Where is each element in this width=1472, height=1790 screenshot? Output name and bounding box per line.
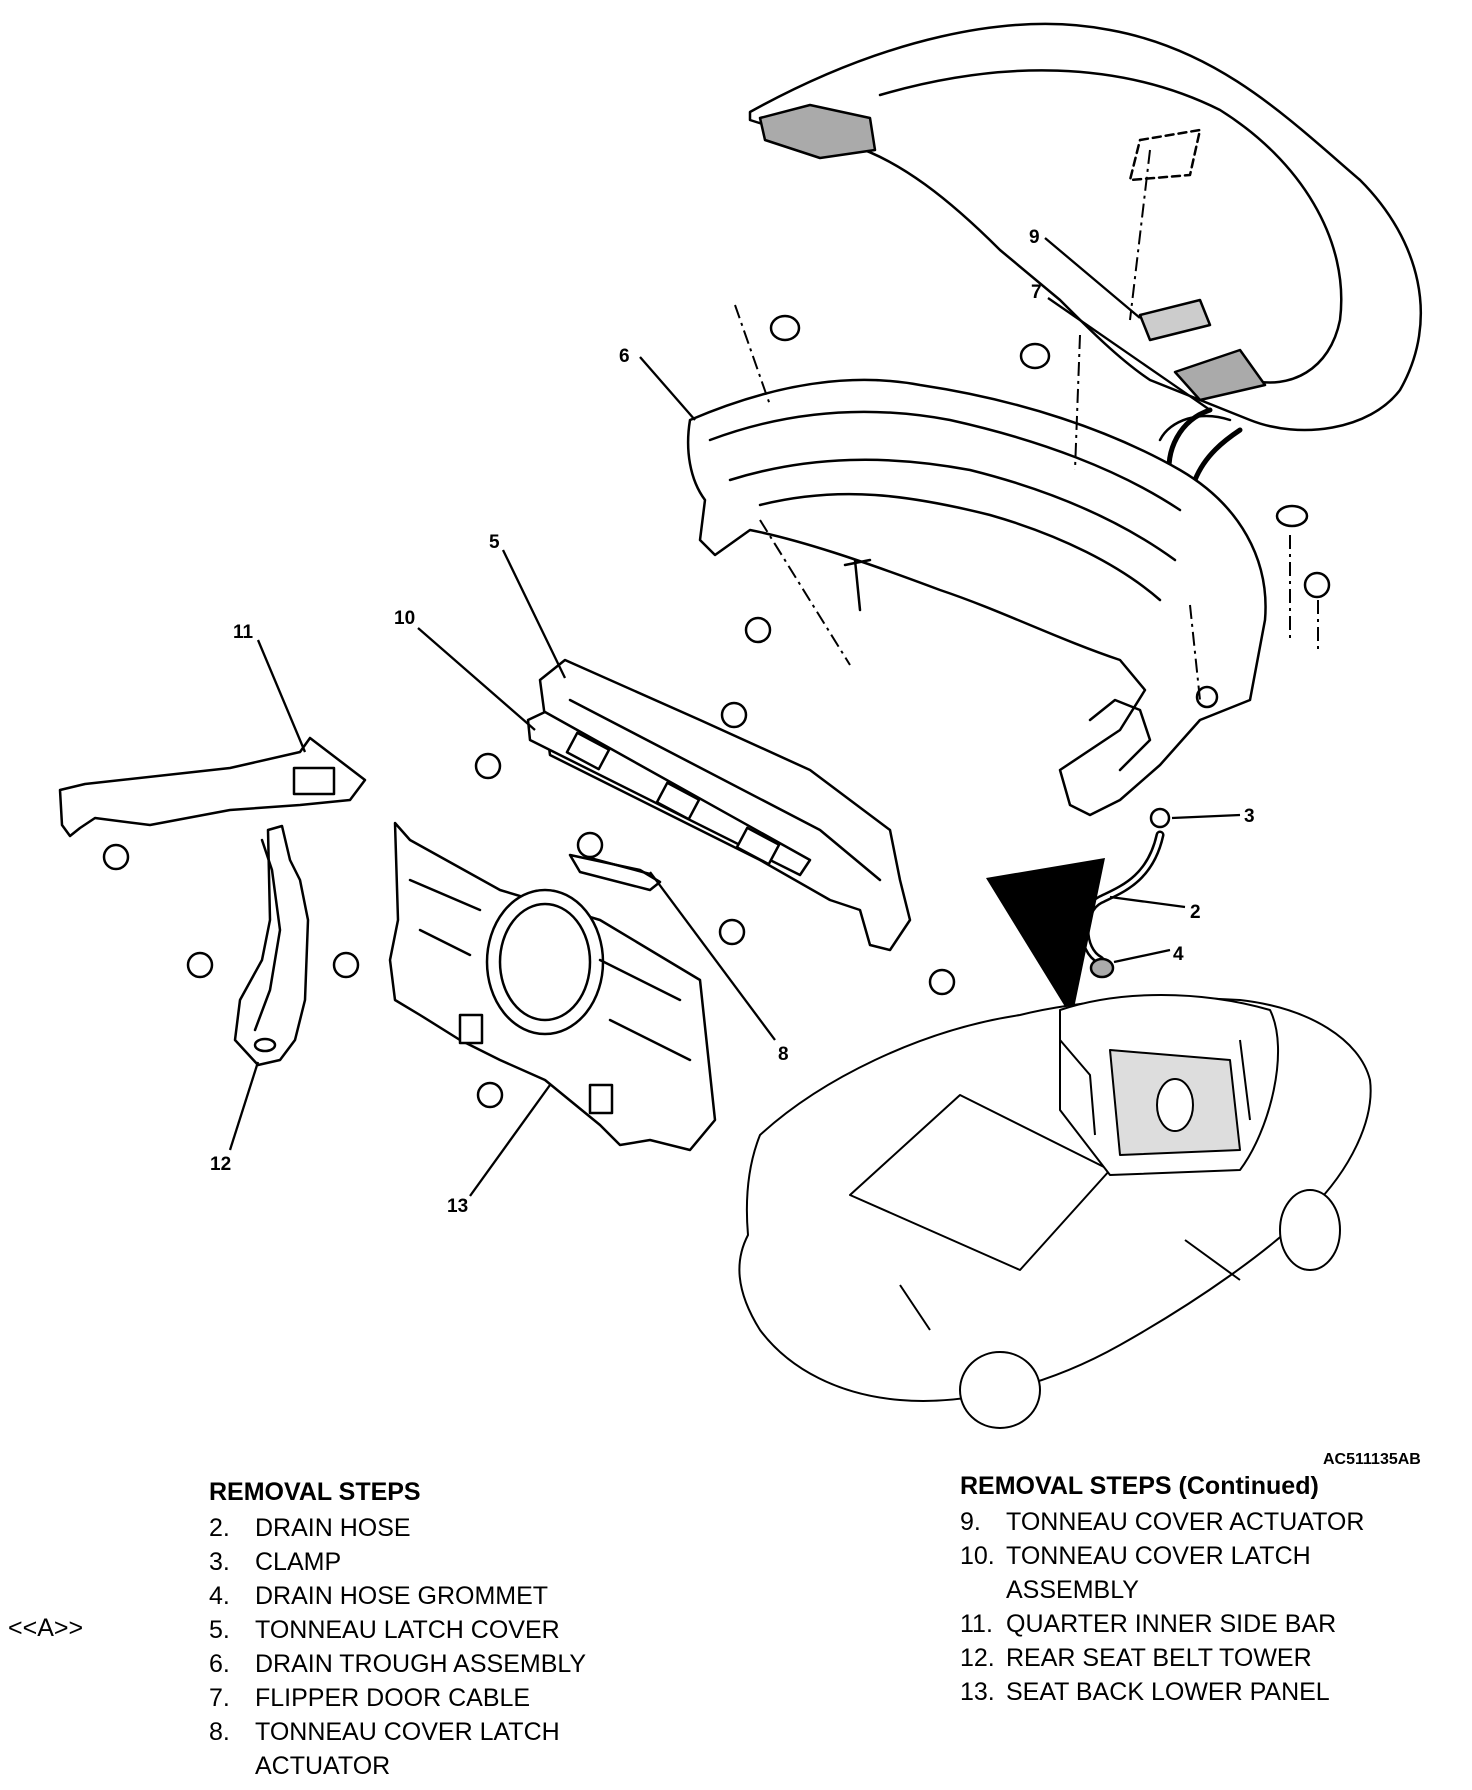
step-item: 10. TONNEAU COVER LATCH ASSEMBLY xyxy=(960,1539,1430,1607)
step-text: DRAIN TROUGH ASSEMBLY xyxy=(255,1650,587,1678)
step-item: 5. TONNEAU LATCH COVER xyxy=(209,1613,689,1647)
removal-steps-continued-title: REMOVAL STEPS (Continued) xyxy=(960,1472,1319,1500)
rear-seat-belt-tower xyxy=(233,824,310,1067)
seat-back-lower-panel xyxy=(388,821,717,1152)
drain-hose-grommet xyxy=(1089,957,1115,979)
step-item: 9. TONNEAU COVER ACTUATOR xyxy=(960,1505,1430,1539)
step-text: FLIPPER DOOR CABLE xyxy=(255,1684,531,1712)
step-item: 13. SEAT BACK LOWER PANEL xyxy=(960,1675,1430,1709)
callout-7: 7 xyxy=(1031,282,1042,303)
callout-2: 2 xyxy=(1190,902,1201,923)
step-text: DRAIN HOSE xyxy=(255,1514,411,1542)
callout-3: 3 xyxy=(1244,806,1255,827)
callout-6: 6 xyxy=(619,346,630,367)
step-number: 2. xyxy=(209,1514,230,1542)
step-text: TONNEAU COVER ACTUATOR xyxy=(1006,1508,1365,1536)
callout-11: 11 xyxy=(233,622,254,643)
tonneau-actuator xyxy=(1138,298,1212,342)
step-text: CLAMP xyxy=(255,1548,342,1576)
location-arrow xyxy=(986,858,1105,1018)
step-text: DRAIN HOSE GROMMET xyxy=(255,1582,549,1610)
step-item: 8. TONNEAU COVER LATCH ACTUATOR xyxy=(209,1715,689,1783)
step-number: 8. xyxy=(209,1718,230,1746)
step-text: QUARTER INNER SIDE BAR xyxy=(1006,1610,1337,1638)
step-text: TONNEAU COVER LATCH ASSEMBLY xyxy=(1006,1542,1311,1604)
callout-4: 4 xyxy=(1173,944,1184,965)
alignment-lines xyxy=(734,149,1319,701)
fasteners xyxy=(102,314,1331,1109)
exploded-parts-diagram: 9 7 6 5 10 11 3 2 4 8 12 13 xyxy=(58,22,1422,1429)
step-item: 2. DRAIN HOSE xyxy=(209,1511,689,1545)
clamp xyxy=(1149,807,1171,829)
step-text: TONNEAU LATCH COVER xyxy=(255,1616,560,1644)
step-number: 5. xyxy=(209,1616,230,1644)
tonneau-latch-assembly xyxy=(526,710,812,877)
callout-8: 8 xyxy=(778,1044,789,1065)
car-outline xyxy=(738,994,1372,1429)
removal-steps-continued-list: REMOVAL STEPS (Continued) 9. TONNEAU COVE… xyxy=(960,1472,1430,1709)
step-item: 7. FLIPPER DOOR CABLE xyxy=(209,1681,689,1715)
step-number: 10. xyxy=(960,1542,995,1570)
step-item: 6. DRAIN TROUGH ASSEMBLY xyxy=(209,1647,689,1681)
latch-actuator xyxy=(568,853,662,892)
tonneau-latch-cover xyxy=(538,658,912,952)
procedure-note-marker: <<A>> xyxy=(8,1614,84,1642)
step-item: 3. CLAMP xyxy=(209,1545,689,1579)
quarter-inner-side-bar xyxy=(58,736,367,838)
step-number: 13. xyxy=(960,1678,995,1706)
step-number: 11. xyxy=(960,1610,993,1638)
step-item: 11. QUARTER INNER SIDE BAR xyxy=(960,1607,1430,1641)
callout-5: 5 xyxy=(489,532,500,553)
removal-steps-list: REMOVAL STEPS 2. DRAIN HOSE 3. CLAMP 4. DRA… xyxy=(209,1478,689,1783)
removal-steps-title: REMOVAL STEPS xyxy=(209,1478,421,1506)
callout-13: 13 xyxy=(447,1196,468,1217)
tonneau-cover xyxy=(748,22,1422,442)
callout-12: 12 xyxy=(210,1154,231,1175)
callout-10: 10 xyxy=(394,608,415,629)
step-text: REAR SEAT BELT TOWER xyxy=(1006,1644,1312,1672)
leader-lines xyxy=(228,237,1241,1197)
step-number: 12. xyxy=(960,1644,995,1672)
step-item: 12. REAR SEAT BELT TOWER xyxy=(960,1641,1430,1675)
figure-id: AC511135AB xyxy=(1323,1451,1421,1468)
step-text: TONNEAU COVER LATCH ACTUATOR xyxy=(255,1718,560,1780)
step-number: 7. xyxy=(209,1684,230,1712)
step-number: 4. xyxy=(209,1582,230,1610)
callout-9: 9 xyxy=(1029,227,1040,248)
step-number: 9. xyxy=(960,1508,981,1536)
step-number: 3. xyxy=(209,1548,230,1576)
drain-trough-assembly xyxy=(686,378,1267,817)
step-number: 6. xyxy=(209,1650,230,1678)
step-text: SEAT BACK LOWER PANEL xyxy=(1006,1678,1330,1706)
step-item: 4. DRAIN HOSE GROMMET xyxy=(209,1579,689,1613)
